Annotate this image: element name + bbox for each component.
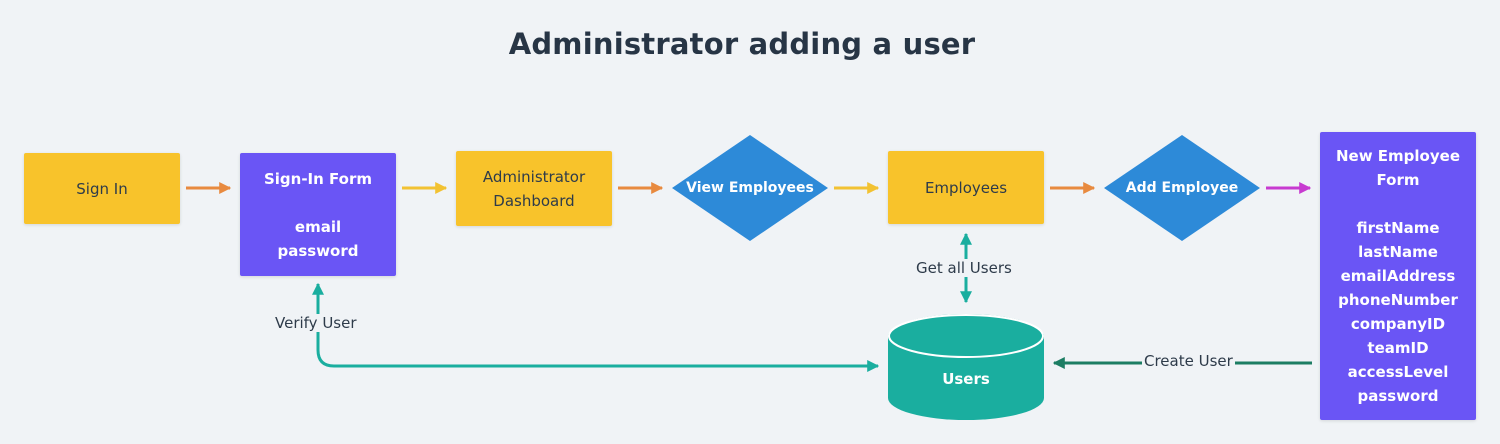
view-employees-label: View Employees	[686, 180, 814, 196]
new-employee-form-field: firstName	[1356, 219, 1440, 237]
employees-label: Employees	[924, 178, 1008, 197]
add-employee-decision-shape	[1104, 135, 1260, 241]
create-user-label: Create User	[1142, 352, 1235, 370]
verify-user-label: Verify User	[273, 314, 359, 332]
diagram-title: Administrator adding a user	[508, 27, 976, 61]
new-employee-form-node: New Employee Form firstName lastName ema…	[1320, 132, 1476, 420]
admin-dashboard-label-line2: Dashboard	[493, 191, 575, 210]
sign-in-form-field: password	[277, 241, 359, 260]
employees-node: Employees	[888, 151, 1044, 224]
new-employee-form-field: accessLevel	[1347, 363, 1449, 381]
new-employee-form-field: companyID	[1350, 315, 1446, 333]
new-employee-form-field: password	[1357, 387, 1439, 405]
connector-verify-user	[312, 282, 880, 372]
sign-in-node: Sign In	[24, 153, 180, 224]
new-employee-form-field: lastName	[1358, 243, 1438, 261]
add-employee-label: Add Employee	[1125, 180, 1239, 196]
admin-dashboard-node: Administrator Dashboard	[456, 151, 612, 226]
users-database-label: Users	[942, 370, 990, 388]
new-employee-form-title-line2: Form	[1376, 171, 1420, 189]
new-employee-form-field: emailAddress	[1340, 267, 1456, 285]
sign-in-form-node: Sign-In Form email password	[240, 153, 396, 276]
view-employees-decision-shape	[672, 135, 828, 241]
new-employee-form-field: teamID	[1367, 339, 1429, 357]
get-all-users-label: Get all Users	[914, 259, 1014, 277]
new-employee-form-title-line1: New Employee	[1336, 147, 1460, 165]
admin-dashboard-label-line1: Administrator	[482, 167, 586, 186]
users-database-shape	[888, 314, 1044, 420]
sign-in-form-field: email	[294, 217, 342, 236]
sign-in-form-title: Sign-In Form	[263, 169, 373, 188]
new-employee-form-field: phoneNumber	[1338, 291, 1458, 309]
sign-in-label: Sign In	[76, 179, 128, 198]
